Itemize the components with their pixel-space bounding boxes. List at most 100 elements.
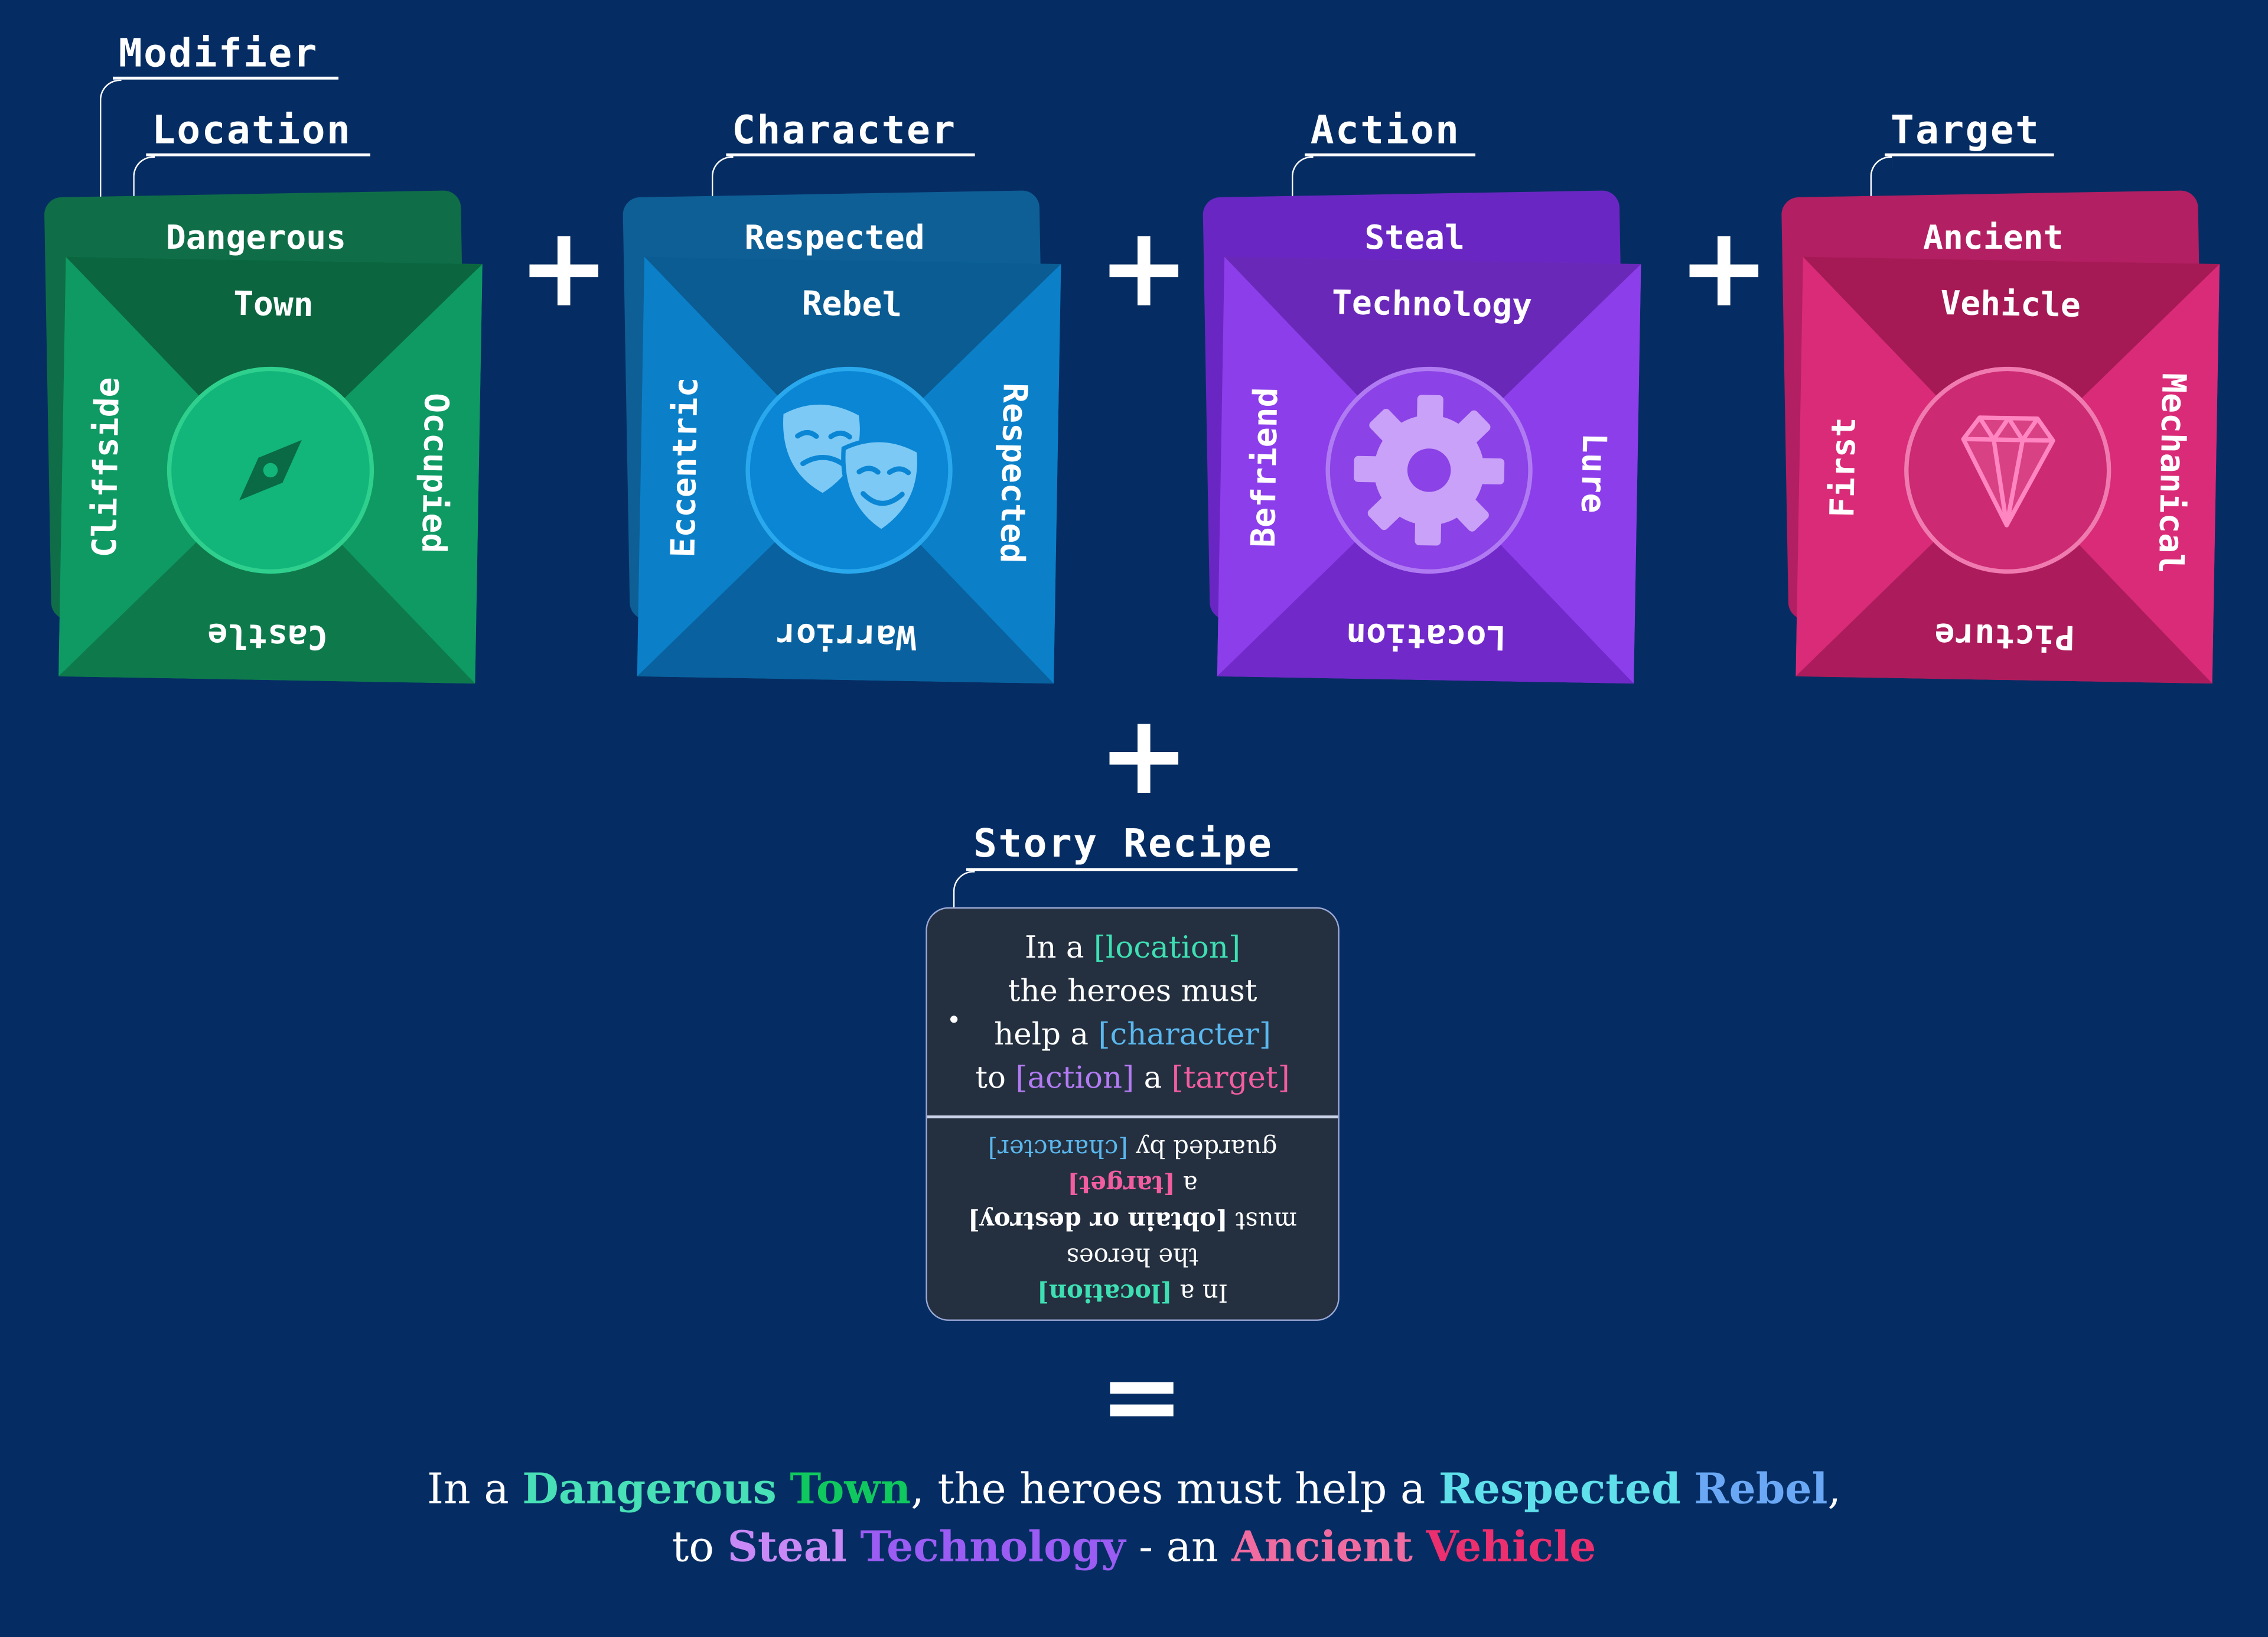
card-bottom-label: Warrior	[775, 616, 916, 656]
card-left-label: Cliffside	[86, 377, 127, 558]
character-label: Character	[732, 108, 957, 154]
recipe-text: a	[1182, 1170, 1198, 1199]
recipe-line: a [target]	[1067, 1166, 1197, 1202]
recipe-target-slot: [target]	[1067, 1170, 1175, 1199]
card-bottom-label: Picture	[1934, 616, 2075, 656]
plus-operator: +	[1097, 202, 1190, 331]
card-top-label: Technology	[1331, 284, 1532, 326]
action-label: Action	[1310, 108, 1461, 154]
location-underline	[146, 153, 370, 156]
modifier-label: Modifier	[118, 31, 318, 77]
front-card-bottom-face	[58, 470, 475, 684]
result-line-1: In a Dangerous Town, the heroes must hel…	[0, 1464, 2268, 1513]
result-text: to	[672, 1522, 715, 1571]
result-modifier-word: Respected	[1438, 1464, 1681, 1514]
back-card-top-label: Ancient	[1923, 219, 2063, 257]
result-text: ,	[1827, 1464, 1842, 1514]
recipe-character-slot: [character]	[1098, 1016, 1271, 1052]
location-label: Location	[152, 108, 352, 154]
target-underline	[1885, 153, 2054, 156]
gear-icon	[1354, 395, 1505, 546]
recipe-text: In a	[1025, 929, 1084, 965]
recipe-target-slot: [target]	[1171, 1059, 1290, 1095]
plus-operator: +	[1677, 202, 1770, 331]
card-right-label: Lure	[1573, 432, 1613, 513]
recipe-text: to	[975, 1059, 1006, 1095]
result-action-word: Steal	[727, 1522, 847, 1571]
recipe-text-inverted: In a [location] the heroes must [obtain …	[927, 1120, 1338, 1320]
front-card-top-face	[1224, 256, 1641, 470]
result-target-word: Vehicle	[1426, 1522, 1596, 1571]
recipe-line: must [obtain or destroy]	[968, 1202, 1297, 1238]
result-action-object-word: Technology	[860, 1522, 1126, 1571]
recipe-divider	[927, 1115, 1338, 1118]
recipe-line: help a [character]	[994, 1012, 1271, 1055]
target-label: Target	[1890, 108, 2041, 154]
front-card-left-face	[1795, 256, 2008, 676]
card-left-label: Eccentric	[664, 377, 705, 558]
front-card-right-face	[270, 264, 483, 684]
result-modifier-word: Dangerous	[522, 1464, 777, 1514]
story-recipe-underline	[966, 868, 1298, 871]
front-card-left-face	[58, 256, 271, 676]
result-text: - an	[1139, 1522, 1218, 1571]
story-recipe-leader-dot	[950, 1016, 958, 1023]
recipe-action-slot: [action]	[1015, 1059, 1135, 1095]
result-character-word: Rebel	[1694, 1464, 1828, 1514]
recipe-line: guarded by [character]	[988, 1129, 1278, 1165]
card-right-label: Mechanical	[2151, 373, 2193, 574]
result-text: In a	[426, 1464, 509, 1514]
front-card-top-face	[1803, 256, 2220, 470]
card-bottom-label: Castle	[207, 616, 328, 656]
card-top-label: Town	[233, 285, 314, 324]
card-top-label: Rebel	[801, 284, 902, 324]
result-location-word: Town	[790, 1464, 911, 1514]
card-right-label: Respected	[992, 383, 1034, 564]
character-underline	[726, 153, 975, 156]
front-card-bottom-face	[1795, 470, 2212, 684]
card-top-label: Vehicle	[1940, 284, 2081, 325]
front-card-bottom-face	[1217, 470, 1634, 684]
action-underline	[1304, 153, 1475, 156]
front-card-bottom-face	[637, 470, 1054, 684]
back-card-top-label: Steal	[1364, 219, 1465, 257]
plus-operator: +	[1097, 690, 1190, 819]
front-card-right-face	[1429, 264, 1641, 684]
recipe-location-slot: [location]	[1037, 1278, 1172, 1307]
recipe-line: In a [location]	[1025, 925, 1240, 968]
theater-masks-icon	[783, 404, 922, 535]
front-card-left-face	[637, 256, 849, 676]
front-card-right-face	[849, 264, 1061, 684]
recipe-text: a	[1143, 1059, 1162, 1095]
modifier-underline	[113, 76, 339, 79]
front-card-top-face	[644, 256, 1061, 470]
front-card-emblem	[1904, 366, 2111, 574]
recipe-text: In a	[1179, 1278, 1228, 1307]
compass-icon	[239, 440, 302, 500]
recipe-text: help a	[994, 1016, 1089, 1052]
gem-icon	[1961, 415, 2055, 528]
back-card-top-label: Respected	[745, 219, 925, 257]
back-card-top-label: Dangerous	[166, 219, 346, 257]
card-right-label: Occupied	[414, 393, 455, 554]
front-card-left-face	[1217, 256, 1429, 676]
recipe-text: guarded by	[1135, 1133, 1278, 1163]
equals-operator: =	[1099, 1336, 1184, 1456]
plus-operator: +	[517, 202, 610, 331]
recipe-line: to [action] a [target]	[975, 1056, 1289, 1099]
card-left-label: First	[1823, 417, 1863, 518]
front-card-top-face	[66, 256, 483, 470]
recipe-location-slot: [location]	[1093, 929, 1241, 965]
recipe-text: must	[1235, 1206, 1298, 1235]
result-text: , the heroes must help a	[911, 1464, 1426, 1514]
result-line-2: to Steal Technology - an Ancient Vehicle	[0, 1522, 2268, 1571]
